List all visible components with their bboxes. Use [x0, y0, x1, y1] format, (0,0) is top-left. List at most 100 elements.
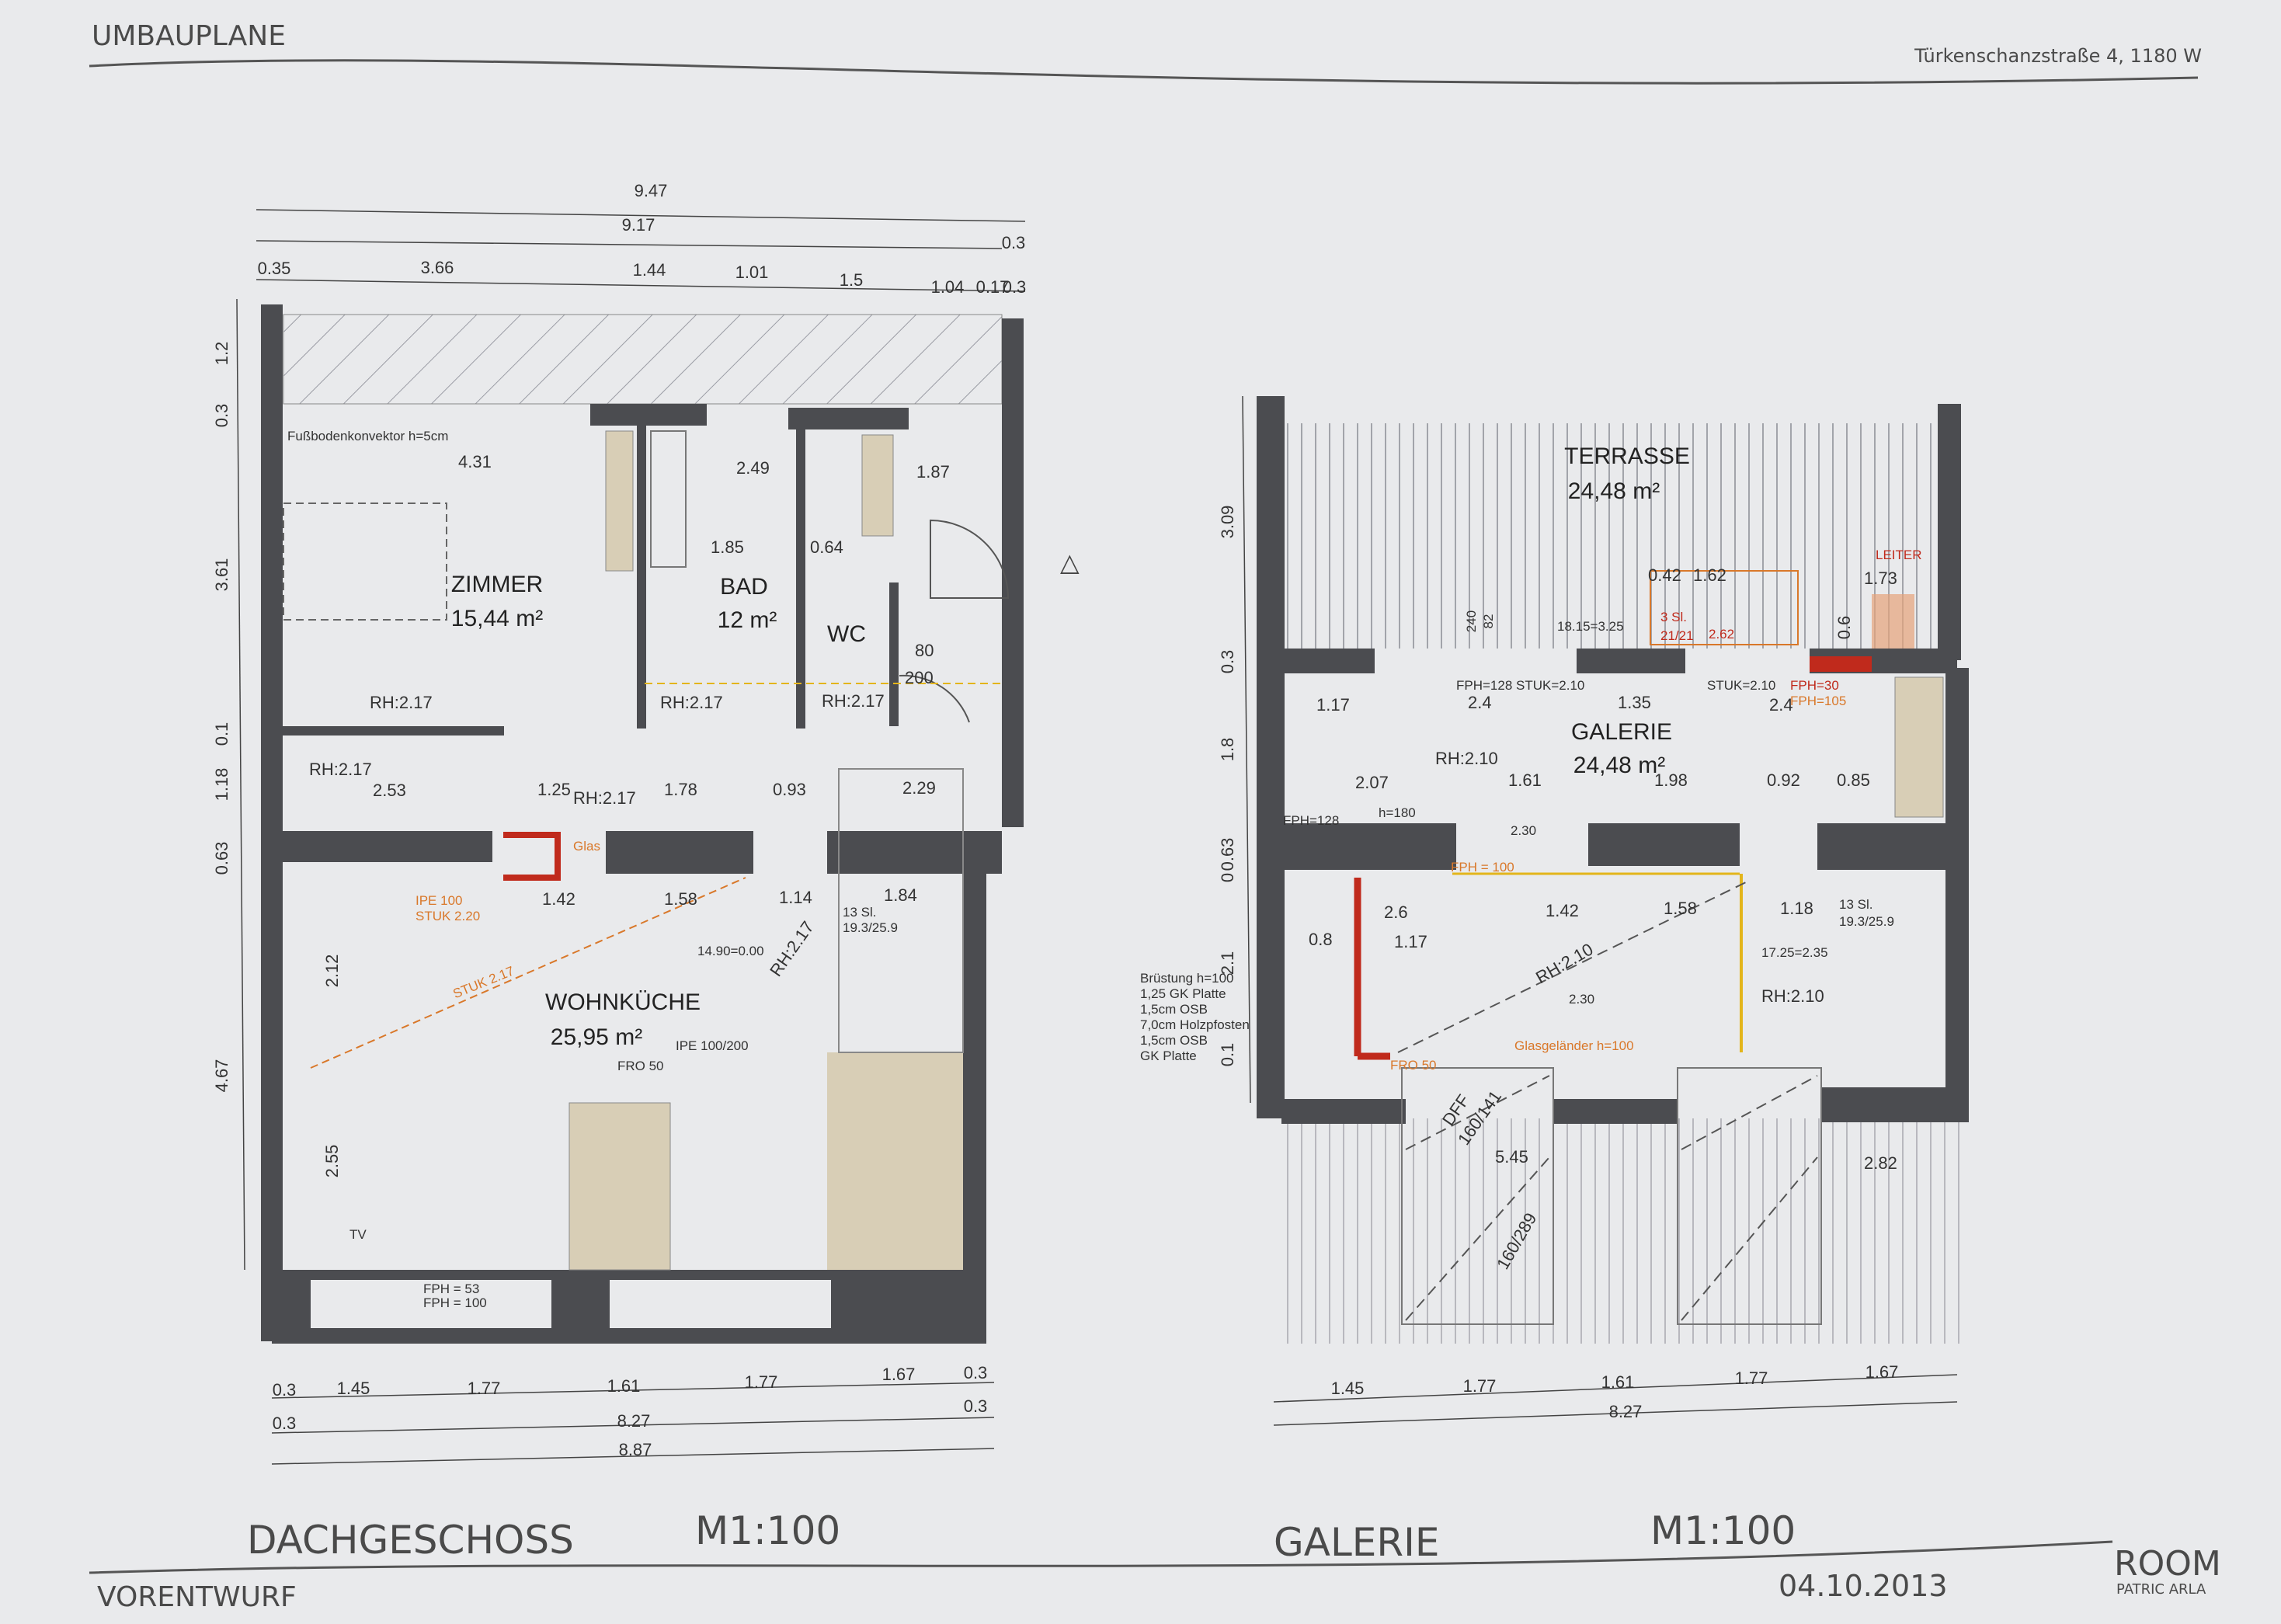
note: 200	[905, 668, 934, 687]
dim-label: 1.77	[468, 1379, 501, 1398]
note: Fußbodenkonvektor h=5cm	[287, 429, 448, 443]
dim-label: 2.1	[1218, 951, 1237, 975]
terrace-deck	[1285, 423, 1942, 649]
dim-label: 3.09	[1218, 506, 1237, 539]
note: FPH=128 STUK=2.10	[1456, 678, 1584, 693]
note: 2.29	[902, 778, 936, 798]
logo-text: ROOM	[2114, 1544, 2221, 1584]
note: 0.42	[1648, 565, 1681, 585]
dim-label: 1.01	[735, 263, 769, 282]
lower-roof-deck	[1281, 1118, 1965, 1344]
note: 80	[915, 641, 934, 660]
wall-left	[261, 304, 283, 1341]
dim-label: 3.61	[212, 558, 231, 592]
dim-label: 1.61	[607, 1376, 641, 1396]
galerie-bottom-dimensions: 1.45 1.77 1.61 1.77 1.67 8.27	[1331, 1362, 1899, 1421]
dim-label: 1.45	[337, 1379, 370, 1398]
note: 3 Sl.	[1660, 610, 1687, 624]
dim-label: 0.3	[964, 1396, 988, 1416]
dim-label: 8.27	[1609, 1402, 1643, 1421]
legend-line: 1,5cm OSB	[1140, 1033, 1208, 1048]
note: 0.85	[1837, 770, 1870, 790]
note: 0.64	[810, 537, 843, 557]
note: 2.4	[1769, 695, 1793, 715]
footer-rule	[89, 1540, 2113, 1574]
note: 1.17	[1394, 932, 1427, 951]
note: 1.78	[664, 780, 697, 799]
note: LEITER	[1876, 548, 1922, 562]
note: RH:2.17	[370, 693, 433, 712]
note: 1.73	[1864, 569, 1897, 588]
note: 2.62	[1709, 627, 1734, 642]
room-name-galerie: GALERIE	[1571, 719, 1672, 745]
dim-label: 1.2	[212, 342, 231, 366]
note: 1.18	[1780, 899, 1813, 918]
note: 2.53	[373, 781, 406, 800]
room-name-bad: BAD	[720, 574, 768, 600]
note: FPH = 53	[423, 1281, 479, 1296]
note: 19.3/25.9	[843, 920, 898, 935]
note: 1.14	[779, 888, 812, 907]
note: Glas	[573, 839, 600, 854]
dim-label: 0.3	[1218, 650, 1237, 674]
legend-line: Brüstung h=100	[1140, 971, 1234, 986]
note: Glasgeländer h=100	[1514, 1038, 1634, 1053]
triangle-icon: △	[1060, 548, 1080, 576]
left-dimensions: 1.2 0.3 3.61 0.1 1.18 0.63 4.67	[212, 342, 231, 1093]
note: 1.17	[1316, 695, 1350, 715]
note: 2.30	[1511, 823, 1536, 838]
note: 1.58	[664, 889, 697, 909]
logo-sub: PATRIC ARLA	[2116, 1581, 2206, 1598]
plan-scale-dachgeschoss: M1:100	[695, 1508, 840, 1553]
note: 21/21	[1660, 628, 1694, 643]
sheet-address: Türkenschanzstraße 4, 1180 W	[1914, 45, 2202, 67]
dim-label: 1.04	[931, 277, 965, 297]
sheet-date: 04.10.2013	[1779, 1569, 1948, 1603]
dim-label: 0.3	[273, 1380, 297, 1400]
note: 1.35	[1618, 693, 1651, 712]
note: 1.84	[884, 885, 917, 905]
bottom-dimensions: 0.3 1.45 1.77 1.61 1.77 1.67 0.3 0.3 8.2…	[273, 1363, 988, 1459]
dim-label: 1.61	[1601, 1372, 1635, 1392]
note: 18.15=3.25	[1557, 619, 1624, 634]
note: STUK=2.10	[1707, 678, 1775, 693]
note: 1.85	[711, 537, 744, 557]
note: 0.93	[773, 780, 806, 799]
room-name-zimmer: ZIMMER	[451, 572, 543, 597]
note: 2.82	[1864, 1153, 1897, 1173]
note: STUK 2.20	[416, 909, 480, 923]
dim-label: 1.18	[212, 768, 231, 802]
dim-label: 1.5	[840, 270, 864, 290]
note: FPH = 100	[1451, 860, 1514, 875]
sheet-title: UMBAUPLANE	[92, 20, 286, 52]
plan-title-galerie: GALERIE	[1274, 1520, 1439, 1565]
dim-label: 0.17	[976, 277, 1010, 297]
galerie-wall-left	[1257, 396, 1285, 1118]
balcony-hatch	[283, 314, 1003, 405]
dim-label: 0.63	[1218, 838, 1237, 871]
note: RH:2.17	[822, 691, 885, 711]
top-dimensions: 9.47 9.17 0.3 0.35 3.66 1.44 1.01 1.5 1.…	[258, 181, 1027, 297]
note: 1.42	[1546, 901, 1579, 920]
note: 1.61	[1508, 770, 1542, 790]
plan-galerie: 1.45 1.77 1.61 1.77 1.67 8.27 3.09 0.3 1…	[1140, 395, 1969, 1426]
dim-label: 1.77	[1735, 1368, 1768, 1388]
dim-label: 8.87	[619, 1440, 652, 1459]
note: FPH=105	[1790, 694, 1846, 708]
note: IPE 100	[416, 893, 463, 908]
legend-line: GK Platte	[1140, 1048, 1197, 1063]
room-name-wohnkueche: WOHNKÜCHE	[545, 989, 701, 1015]
note: RH:2.10	[1761, 986, 1824, 1006]
note: FRO 50	[1390, 1058, 1437, 1073]
note: FPH=128	[1283, 813, 1339, 828]
sheet-phase: VORENTWURF	[97, 1581, 297, 1613]
wall-right-upper	[1002, 318, 1024, 827]
note: 2.6	[1384, 902, 1408, 922]
plan-notes-dachgeschoss: Fußbodenkonvektor h=5cm 4.31 2.49 1.87 1…	[287, 429, 950, 1310]
room-name-wc: WC	[827, 621, 866, 647]
plan-dachgeschoss: 9.47 9.17 0.3 0.35 3.66 1.44 1.01 1.5 1.…	[212, 181, 1080, 1465]
note: TV	[349, 1227, 367, 1242]
note: 1.62	[1693, 565, 1726, 585]
room-area-galerie: 24,48 m²	[1573, 753, 1665, 778]
dim-label: 3.66	[421, 258, 454, 277]
